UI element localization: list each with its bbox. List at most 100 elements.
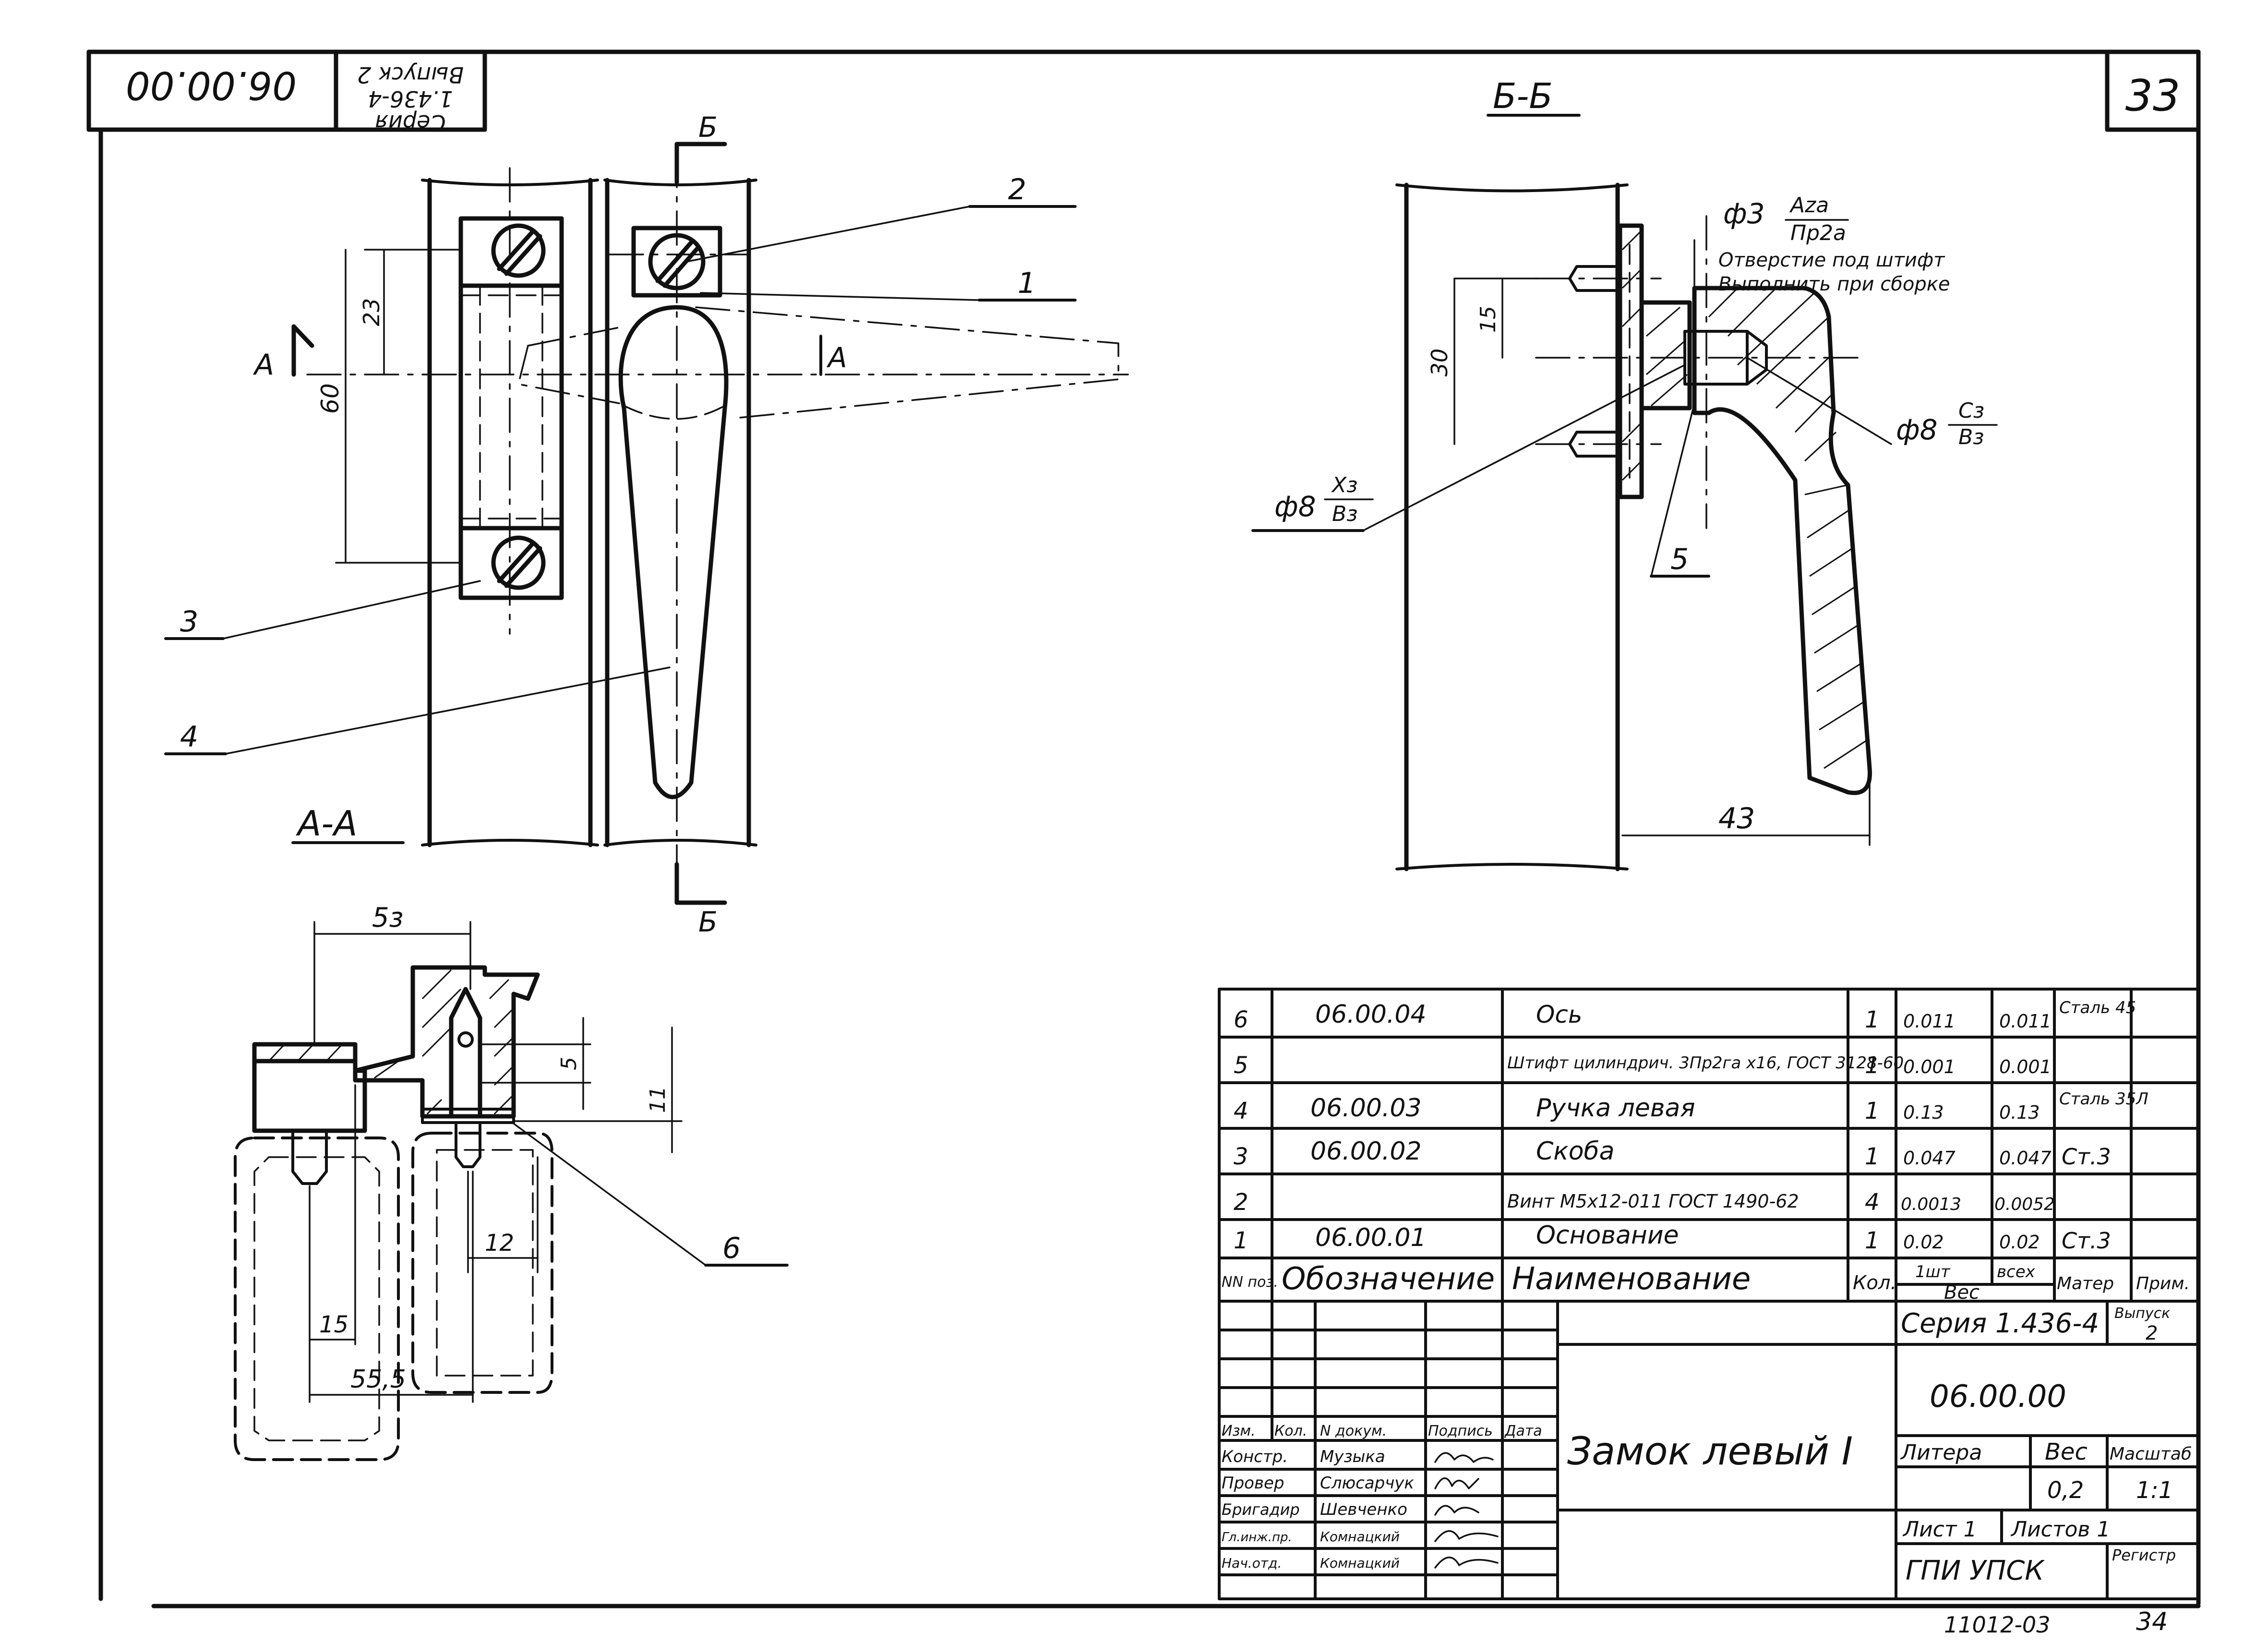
bom-qty: 1 <box>1865 1143 1880 1170</box>
corner-code: 06.00.00 <box>126 63 297 108</box>
bom-weight-unit: 0.047 <box>1903 1148 1956 1169</box>
bom-row-4: 4 06.00.03 Ручка левая 1 0.13 0.13 Сталь… <box>1234 1089 2148 1124</box>
corner-series-line1: Серия <box>375 110 445 136</box>
signatures <box>1434 1452 1499 1569</box>
weight-label: Вес <box>2045 1438 2088 1465</box>
dim-11: 11 <box>646 1086 670 1113</box>
bom-pos: 3 <box>1234 1143 1248 1170</box>
bom-weight-total: 0.001 <box>1999 1056 2052 1077</box>
bom-header-row: NN поз. Обозначение Наименование Кол. 1ш… <box>1222 1261 2190 1304</box>
bom-material: Сталь 35Л <box>2059 1089 2148 1109</box>
hole-label: ф3 <box>1723 197 1765 230</box>
register-label: Регистр <box>2112 1546 2176 1564</box>
bom-qty: 1 <box>1865 1052 1880 1079</box>
callout-3: 3 <box>180 605 198 639</box>
drawing-title: Замок левый I <box>1567 1429 1853 1474</box>
callout-2: 2 <box>1008 173 1026 206</box>
bom-name: Винт М5х12-011 ГОСТ 1490-62 <box>1507 1191 1799 1212</box>
bb-note-line1: Отверстие под штифт <box>1718 249 1945 271</box>
bom-qty: 1 <box>1865 1006 1880 1033</box>
change-header: Дата <box>1504 1423 1542 1439</box>
bom-weight-unit: 0.02 <box>1903 1232 1944 1253</box>
bom-row-6: 6 06.00.04 Ось 1 0.011 0.011 Сталь 45 <box>1234 998 2136 1033</box>
change-table-header: Изм. Кол. N докум. Подпись Дата <box>1222 1423 1542 1439</box>
scale-value: 1:1 <box>2136 1477 2173 1504</box>
title-block: 6 06.00.04 Ось 1 0.011 0.011 Сталь 45 5 … <box>1218 988 2197 1600</box>
corner-series-line3: Выпуск 2 <box>357 62 464 88</box>
organization: ГПИ УПСК <box>1906 1555 2045 1586</box>
bom-weight-total: 0.13 <box>1999 1102 2040 1123</box>
drawing-code: 06.00.00 <box>1930 1379 2066 1414</box>
fit-left-den: Вз <box>1332 502 1358 526</box>
cut-marker-a-left: А <box>252 348 274 382</box>
bom-material: Ст.3 <box>2062 1228 2111 1254</box>
staff-name: Музыка <box>1320 1447 1385 1466</box>
bom-row-5: 5 Штифт цилиндрич. 3Пр2га х16, ГОСТ 3128… <box>1234 1052 2052 1079</box>
bom-qty: 1 <box>1865 1227 1880 1254</box>
dim-12: 12 <box>485 1230 514 1257</box>
sheet-label: Лист 1 <box>1902 1517 1977 1542</box>
bom-pos: 2 <box>1234 1189 1248 1216</box>
bom-header-note: Прим. <box>2136 1274 2190 1293</box>
bom-weight-unit: 0.011 <box>1903 1011 1956 1032</box>
staff-role: Бригадир <box>1222 1500 1300 1519</box>
bom-qty: 4 <box>1865 1189 1880 1216</box>
cut-marker-b-top: Б <box>698 111 718 144</box>
bom-weight-total: 0.02 <box>1999 1232 2040 1253</box>
bom-header-name: Наименование <box>1512 1261 1751 1297</box>
bom-material: Сталь 45 <box>2059 998 2136 1017</box>
scale-label: Масштаб <box>2110 1444 2192 1464</box>
bom-designation: 06.00.03 <box>1310 1094 1422 1123</box>
staff-name: Слюсарчук <box>1320 1474 1414 1493</box>
dim-53: 5з <box>372 902 403 933</box>
corner-series-line2: 1.436-4 <box>368 86 453 112</box>
staff-name: Комнацкий <box>1320 1555 1400 1571</box>
page-number: 33 <box>2125 71 2181 121</box>
dim-60: 60 <box>316 383 344 414</box>
litera-label: Литера <box>1900 1440 1982 1465</box>
bom-header-designation: Обозначение <box>1282 1261 1495 1297</box>
cut-marker-a-right: А <box>826 341 847 374</box>
bom-weight-total: 0.0052 <box>1994 1195 2055 1214</box>
hole-fit-den: Пр2а <box>1790 221 1846 245</box>
bom-weight-unit: 0.001 <box>1903 1056 1956 1077</box>
bom-row-2: 2 Винт М5х12-011 ГОСТ 1490-62 4 0.0013 0… <box>1234 1189 2055 1216</box>
bom-name: Штифт цилиндрич. 3Пр2га х16, ГОСТ 3128-6… <box>1507 1053 1904 1073</box>
front-view: 23 60 А А Б Б 2 1 3 4 А-А <box>164 111 1129 938</box>
bom-name: Основание <box>1536 1221 1679 1250</box>
corner-stamp: 06.00.00 Серия 1.436-4 Выпуск 2 <box>126 62 464 136</box>
staff-role: Констр. <box>1222 1447 1288 1466</box>
dim-23: 23 <box>359 298 384 326</box>
weight-value: 0,2 <box>2047 1477 2084 1504</box>
bom-pos: 5 <box>1234 1052 1248 1079</box>
callout-4: 4 <box>180 720 198 754</box>
staff-name: Шевченко <box>1320 1500 1407 1519</box>
bom-designation: 06.00.04 <box>1315 1000 1427 1029</box>
section-bb-view: Б-Б <box>1251 76 1998 871</box>
bom-qty: 1 <box>1865 1098 1880 1124</box>
title-issue-label: Выпуск <box>2114 1305 2170 1322</box>
change-header: Подпись <box>1428 1423 1493 1439</box>
fit-right-num: Сз <box>1958 399 1984 423</box>
fit-right-den: Вз <box>1958 425 1984 449</box>
bom-weight-unit: 0.0013 <box>1901 1195 1961 1214</box>
dim-43: 43 <box>1718 802 1755 835</box>
footer-code: 11012-03 <box>1944 1612 2050 1638</box>
fit-left-num: Хз <box>1331 473 1358 497</box>
dim-555: 55,5 <box>350 1365 406 1394</box>
bom-row-3: 3 06.00.02 Скоба 1 0.047 0.047 Ст.3 <box>1234 1137 2111 1170</box>
bom-header-pos: NN поз. <box>1222 1274 1278 1291</box>
bom-header-qty: Кол. <box>1853 1272 1896 1294</box>
footer-page: 34 <box>2136 1608 2168 1636</box>
bb-note-line2: Выполнить при сборке <box>1718 273 1950 295</box>
callout-5: 5 <box>1670 543 1689 576</box>
sheet-frame <box>86 49 2201 1608</box>
bom-designation: 06.00.01 <box>1315 1223 1427 1252</box>
change-header: N докум. <box>1320 1423 1387 1439</box>
staff-role: Нач.отд. <box>1222 1555 1282 1571</box>
staff-list: Констр. Музыка Провер Слюсарчук Бригадир… <box>1222 1447 1414 1571</box>
bom-header-weight: Вес <box>1944 1281 1980 1304</box>
bom-weight-unit: 0.13 <box>1903 1102 1944 1123</box>
bom-header-weight-total: всех <box>1997 1262 2036 1281</box>
